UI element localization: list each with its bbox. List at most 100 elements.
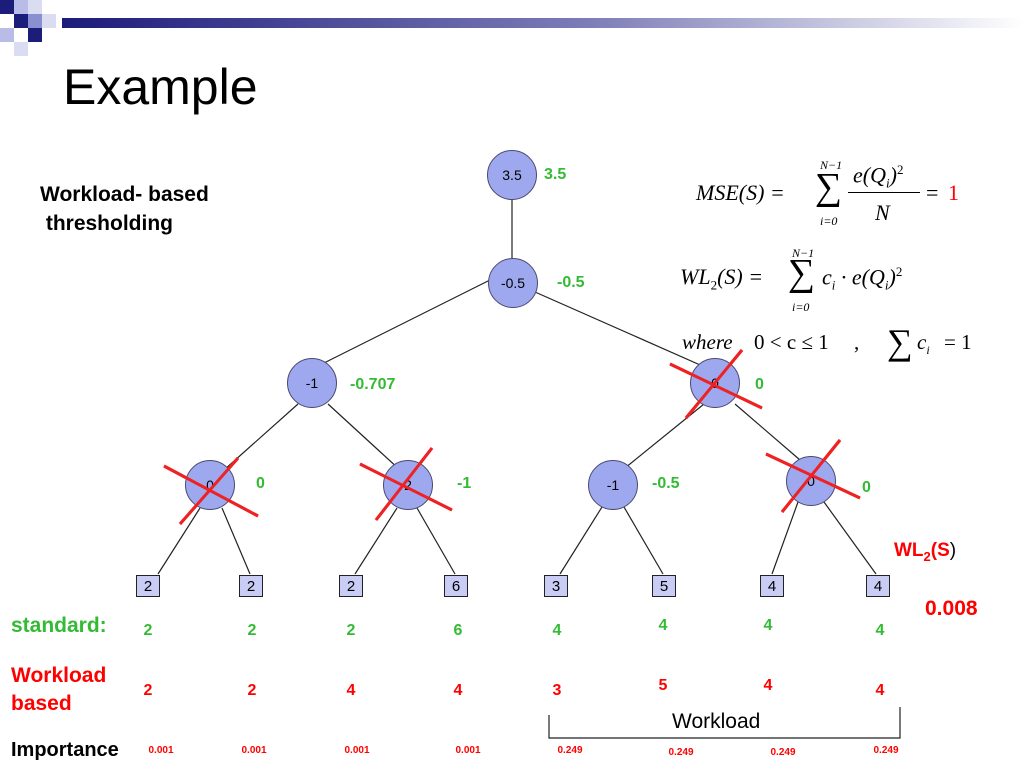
mse-numerator-text: e(Q [853, 162, 886, 188]
node-label-level1: -0.5 [557, 274, 585, 291]
cross-mark [669, 362, 763, 410]
importance-value: 0.001 [241, 745, 267, 756]
edge [734, 403, 801, 461]
header-square [14, 0, 28, 14]
cross-mark [374, 447, 434, 521]
standard-value: 6 [453, 622, 463, 639]
cross-mark [780, 439, 842, 513]
cross-mark [765, 452, 861, 500]
mse-numerator-sub: i [885, 175, 890, 191]
workload-value: 2 [143, 682, 153, 699]
header-bar [62, 18, 1024, 28]
importance-value: 0.001 [148, 745, 174, 756]
wl-term-sup: 2 [895, 264, 903, 279]
wl-lhs-sub: 2 [710, 277, 718, 293]
edge [327, 403, 401, 471]
header-square [14, 42, 28, 56]
importance-value: 0.249 [668, 747, 694, 758]
mse-lhs: MSE(S) = [696, 180, 785, 205]
workload-value: 2 [247, 682, 257, 699]
header-decoration [0, 0, 1024, 56]
edge [354, 507, 398, 575]
where-word: where [682, 330, 733, 354]
leaf-node: 3 [544, 575, 568, 597]
slide-subtitle: Workload- based thresholding [40, 183, 209, 235]
wl2-label: WL2(S) [894, 540, 956, 564]
standard-value: 4 [658, 617, 668, 634]
node-label-level3-2: -1 [457, 475, 472, 492]
wl-term-close: ) [888, 264, 896, 290]
node-label-root: 3.5 [544, 166, 567, 183]
wl2-formula: WL2(S) = N−1 ∑ i=0 ci · e(Qi)2 [680, 246, 980, 318]
row-label-workload: Workload based [11, 664, 107, 715]
slide-title: Example [63, 59, 258, 115]
edge [624, 403, 705, 469]
wl-term-sub2: i [884, 277, 889, 293]
where-sum-eq: = 1 [944, 330, 972, 354]
tree-node-level3-3: -1 [588, 460, 638, 510]
standard-value: 4 [763, 617, 773, 634]
header-square [0, 0, 14, 14]
workload-value: 4 [346, 682, 356, 699]
cross-mark [178, 457, 240, 525]
header-square [28, 28, 42, 42]
node-label-level3-1: 0 [256, 475, 265, 492]
standard-value: 2 [247, 622, 257, 639]
wl2-label-prefix: WL [894, 540, 924, 561]
where-sum-sub: i [926, 343, 930, 358]
node-label-level3-4: 0 [862, 479, 871, 496]
importance-value: 0.001 [455, 745, 481, 756]
workload-bracket [548, 707, 901, 739]
leaf-node: 5 [652, 575, 676, 597]
workload-value: 3 [552, 682, 562, 699]
edge [823, 501, 877, 575]
fraction-bar [848, 192, 920, 193]
node-label-level2-right: 0 [755, 376, 764, 393]
leaf-node: 4 [866, 575, 890, 597]
leaf-node: 2 [239, 575, 263, 597]
cross-mark [359, 462, 453, 512]
workload-value: 5 [658, 677, 668, 694]
wl-term: ci · e(Qi)2 [822, 264, 902, 294]
mse-numerator: e(Qi)2 [853, 162, 903, 192]
header-square [28, 0, 42, 14]
row-label-importance: Importance [11, 739, 119, 761]
mse-sum-top: N−1 [820, 158, 843, 172]
where-sum-term: ci [917, 330, 930, 358]
mse-numerator-close: ) [889, 162, 897, 188]
tree-node-root: 3.5 [487, 150, 537, 200]
header-square [14, 14, 28, 28]
where-comma: , [854, 330, 860, 354]
where-cond: 0 < c ≤ 1 [754, 330, 829, 354]
mse-result: 1 [948, 180, 959, 205]
where-formula: where 0 < c ≤ 1 , ∑ ci = 1 [682, 322, 1002, 368]
edge [623, 506, 664, 575]
cross-mark [163, 464, 259, 518]
leaf-node: 6 [444, 575, 468, 597]
edge [416, 507, 456, 575]
leaf-node: 2 [339, 575, 363, 597]
workload-value: 4 [763, 677, 773, 694]
sum-symbol: ∑ [788, 252, 816, 294]
wl-lhs-suffix: (S) = [717, 264, 764, 289]
wl2-label-close: ) [949, 540, 957, 561]
standard-value: 2 [143, 622, 153, 639]
edge [534, 291, 717, 373]
edge [157, 507, 201, 575]
wl-lhs: WL2(S) = [680, 264, 763, 293]
header-square [42, 14, 56, 28]
sum-symbol: ∑ [815, 166, 843, 208]
workload-value: 4 [875, 682, 885, 699]
where-sum-c: c [917, 330, 927, 354]
wl-term-mid: · e(Q [835, 264, 885, 290]
header-square [28, 14, 42, 28]
importance-value: 0.249 [557, 745, 583, 756]
node-label-level3-3: -0.5 [652, 475, 680, 492]
leaf-node: 4 [760, 575, 784, 597]
wl2-label-sub: 2 [923, 548, 931, 564]
mse-formula: MSE(S) = N−1 ∑ i=0 e(Qi)2 N = 1 [696, 158, 996, 230]
mse-denominator: N [875, 200, 890, 225]
sum-symbol: ∑ [887, 322, 913, 362]
importance-value: 0.001 [344, 745, 370, 756]
